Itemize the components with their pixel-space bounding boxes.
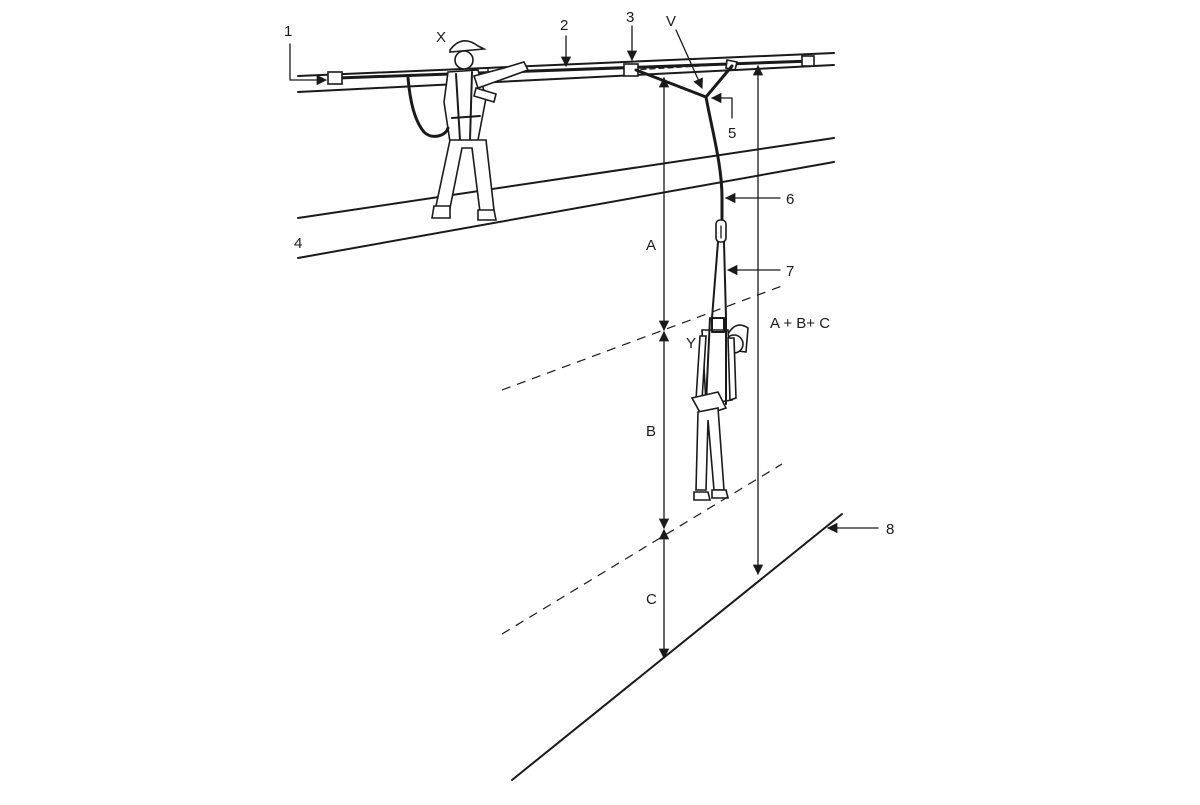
label-5: 5 [728,125,736,142]
label-2: 2 [560,17,568,34]
label-sum: A + B+ C [770,315,830,332]
lanyard [704,95,724,222]
end-anchor-right [801,55,815,67]
label-7: 7 [786,263,794,280]
label-6: 6 [786,191,794,208]
ground-line [511,513,843,781]
label-4: 4 [294,235,302,252]
level-line-c [501,463,783,635]
harness-straps [711,241,727,319]
leader-5 [710,92,733,119]
snap-hook [715,219,727,243]
worker-standing [406,40,530,221]
label-v: V [666,13,676,30]
label-b: B [646,423,656,440]
label-a: A [646,237,656,254]
leader-1 [289,43,328,86]
level-line-b [501,285,783,391]
lifeline-deflection [634,64,734,99]
walking-beam [297,137,835,259]
end-anchor-left [327,71,343,85]
label-y: Y [686,335,696,352]
label-8: 8 [886,521,894,538]
label-x: X [436,29,446,46]
worker-suspended [690,317,749,501]
leader-v [675,29,703,89]
label-1: 1 [284,23,292,40]
label-3: 3 [626,9,634,26]
label-c: C [646,591,657,608]
